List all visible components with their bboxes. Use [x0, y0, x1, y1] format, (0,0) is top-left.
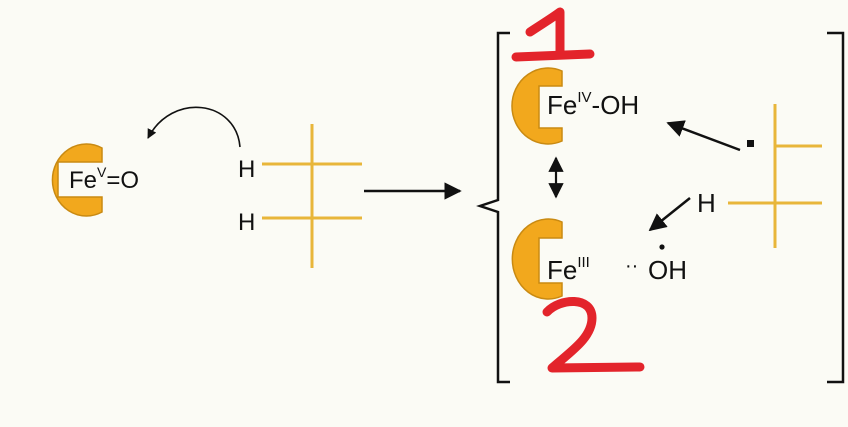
- intermediate-2-fe-label: Fe: [547, 255, 577, 285]
- intermediate-2: FeIII ·· OH: [511, 218, 687, 300]
- annotation-1-text: 1: [0, 0, 1, 1]
- porphyrin-icon: [511, 218, 563, 300]
- reactant-oxidation-state: V: [97, 164, 107, 180]
- intermediate-1-fe-label: Fe: [547, 90, 577, 120]
- reactant-iron-oxo: FeV=O: [51, 143, 139, 217]
- right-fragment-h: H: [697, 188, 716, 218]
- right-fragment: H: [697, 104, 822, 248]
- right-bracket: [827, 31, 845, 384]
- porphyrin-icon: [51, 143, 103, 217]
- annotation-2-text: 2: [0, 0, 1, 1]
- substrate-h-bottom: H: [238, 209, 255, 236]
- radical-dot: [659, 244, 665, 250]
- reactant-fe-label: Fe: [69, 167, 97, 194]
- annotation-1: 1: [0, 0, 595, 62]
- arrow-to-intermediate-2: [648, 197, 691, 232]
- svg-text:FeIV-OH: FeIV-OH: [547, 89, 639, 120]
- substrate-h-top: H: [238, 156, 255, 183]
- reactant-ligand: =O: [106, 167, 139, 194]
- svg-text:FeIII: FeIII: [547, 254, 590, 285]
- arrow-to-intermediate-1: [666, 120, 741, 152]
- curved-arrow-icon: [147, 106, 241, 148]
- left-bracket: [476, 31, 510, 384]
- intermediate-2-oxidation-state: III: [577, 254, 590, 271]
- porphyrin-icon: [511, 67, 563, 145]
- svg-text:FeV=O: FeV=O: [69, 164, 139, 194]
- radical-dot: [747, 140, 754, 147]
- intermediate-2-ligand: OH: [648, 255, 687, 285]
- substrate-alkane: H H: [238, 124, 362, 268]
- annotation-2: 2: [0, 0, 645, 373]
- intermediate-1-ligand: -OH: [592, 90, 640, 120]
- intermediate-1-oxidation-state: IV: [577, 89, 591, 106]
- intermediate-2-dots: ··: [625, 255, 638, 277]
- intermediate-1: FeIV-OH: [511, 67, 639, 145]
